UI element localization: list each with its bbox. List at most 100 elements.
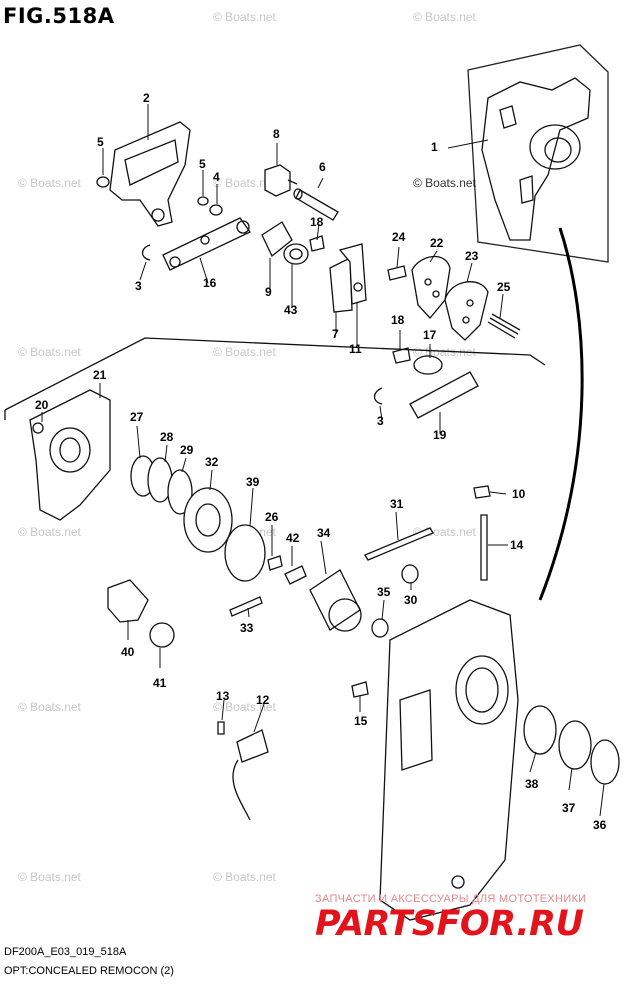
- diagram-caption: OPT:CONCEALED REMOCON (2): [4, 965, 174, 977]
- figure-title: FIG.518A: [3, 4, 115, 28]
- watermark: © Boats.net: [213, 870, 276, 884]
- watermark: © Boats.net: [213, 700, 276, 714]
- part-41-bushing: [149, 622, 175, 648]
- callout-15: 15: [354, 714, 368, 728]
- callout-12: 12: [256, 693, 270, 707]
- part-5-ring: [197, 196, 209, 206]
- callout-33: 33: [240, 621, 254, 635]
- part-16-lever: [162, 217, 251, 271]
- part-33-pin: [229, 596, 263, 617]
- callout-19: 19: [433, 428, 447, 442]
- callout-5: 5: [199, 157, 206, 171]
- callout-3: 3: [135, 279, 142, 293]
- part-13-screw: [217, 721, 225, 735]
- callout-1: 1: [431, 140, 438, 154]
- leader-lines: [41, 104, 605, 817]
- callout-29: 29: [180, 443, 194, 457]
- watermark: © Boats.net: [213, 176, 276, 190]
- callout-40: 40: [121, 645, 135, 659]
- watermark: © Boats.net: [413, 176, 476, 190]
- part-34-motor: [309, 569, 362, 632]
- callout-24: 24: [392, 230, 406, 244]
- callout-9: 9: [265, 285, 272, 299]
- part-21-plate: [29, 389, 111, 521]
- part-11-bracket: [338, 243, 367, 305]
- part-9-plate: [261, 221, 293, 258]
- part-31-pin: [364, 527, 434, 561]
- part-2-bracket: [109, 121, 191, 227]
- callout-35: 35: [377, 585, 391, 599]
- part-26-pin: [267, 555, 283, 571]
- part-30-cap: [401, 564, 419, 584]
- part-5-ring: [96, 176, 110, 188]
- part-6-shaft: [293, 188, 339, 221]
- callout-37: 37: [562, 801, 576, 815]
- watermark: © Boats.net: [413, 10, 476, 24]
- callout-8: 8: [273, 127, 280, 141]
- part-1-control-handle: [467, 44, 609, 263]
- part-18-bolt: [392, 347, 411, 364]
- callout-13: 13: [216, 689, 230, 703]
- callout-3: 3: [377, 414, 384, 428]
- part-22-cam: [411, 255, 451, 319]
- part-40-bracket: [107, 579, 149, 623]
- callout-30: 30: [404, 593, 418, 607]
- callout-27: 27: [130, 410, 144, 424]
- part-35-ring: [371, 618, 389, 638]
- promo-brand-logo: PARTSFOR.RU: [315, 904, 584, 944]
- callout-26: 26: [265, 510, 279, 524]
- part-23-cam: [444, 281, 489, 341]
- callout-5: 5: [97, 135, 104, 149]
- callout-23: 23: [465, 249, 479, 263]
- part-3-clip: [373, 387, 383, 405]
- part-4-washer: [209, 204, 223, 216]
- part-8-knob: [264, 164, 298, 197]
- part-17-washer: [413, 355, 443, 375]
- part-42-pin: [284, 565, 307, 585]
- callout-11: 11: [349, 342, 362, 356]
- part-10-nut: [473, 485, 491, 499]
- part-36-ring: [590, 739, 620, 785]
- watermark: © Boats.net: [18, 700, 81, 714]
- part-37-ring: [558, 720, 592, 770]
- callout-34: 34: [317, 526, 331, 540]
- callout-38: 38: [525, 777, 539, 791]
- watermark: © Boats.net: [18, 870, 81, 884]
- diagram-code: DF200A_E03_019_518A: [4, 946, 127, 958]
- callout-32: 32: [205, 455, 219, 469]
- callout-41: 41: [153, 676, 167, 690]
- callout-18: 18: [310, 215, 324, 229]
- watermark: © Boats.net: [18, 176, 81, 190]
- housing-body: [379, 599, 519, 921]
- callout-14: 14: [510, 538, 524, 552]
- part-29-ring: [167, 469, 193, 515]
- callout-36: 36: [593, 818, 607, 832]
- part-12-wire: [232, 759, 251, 821]
- callout-20: 20: [35, 398, 49, 412]
- callout-25: 25: [497, 280, 511, 294]
- part-18-bolt: [309, 235, 325, 252]
- watermark: © Boats.net: [213, 10, 276, 24]
- callout-6: 6: [319, 160, 326, 174]
- group-outline: [4, 337, 546, 411]
- callout-28: 28: [160, 430, 174, 444]
- promo-tagline: ЗАПЧАСТИ И АКСЕССУАРЫ ДЛЯ МОТОТЕХНИКИ: [315, 893, 587, 905]
- callout-17: 17: [423, 328, 437, 342]
- callout-22: 22: [430, 236, 444, 250]
- callout-2: 2: [143, 91, 150, 105]
- watermark: © Boats.net: [213, 345, 276, 359]
- callout-39: 39: [246, 475, 260, 489]
- callout-18: 18: [391, 313, 405, 327]
- part-43-bushing: [283, 243, 309, 265]
- watermark: © Boats.net: [18, 345, 81, 359]
- part-3-clip: [141, 244, 151, 261]
- part-38-ring: [523, 705, 557, 755]
- callout-7: 7: [332, 327, 339, 341]
- part-24-screw: [387, 265, 407, 281]
- callout-10: 10: [512, 487, 526, 501]
- part-32-ring: [183, 487, 233, 553]
- callout-43: 43: [284, 303, 298, 317]
- part-39-ring: [224, 524, 266, 582]
- watermark: © Boats.net: [18, 525, 81, 539]
